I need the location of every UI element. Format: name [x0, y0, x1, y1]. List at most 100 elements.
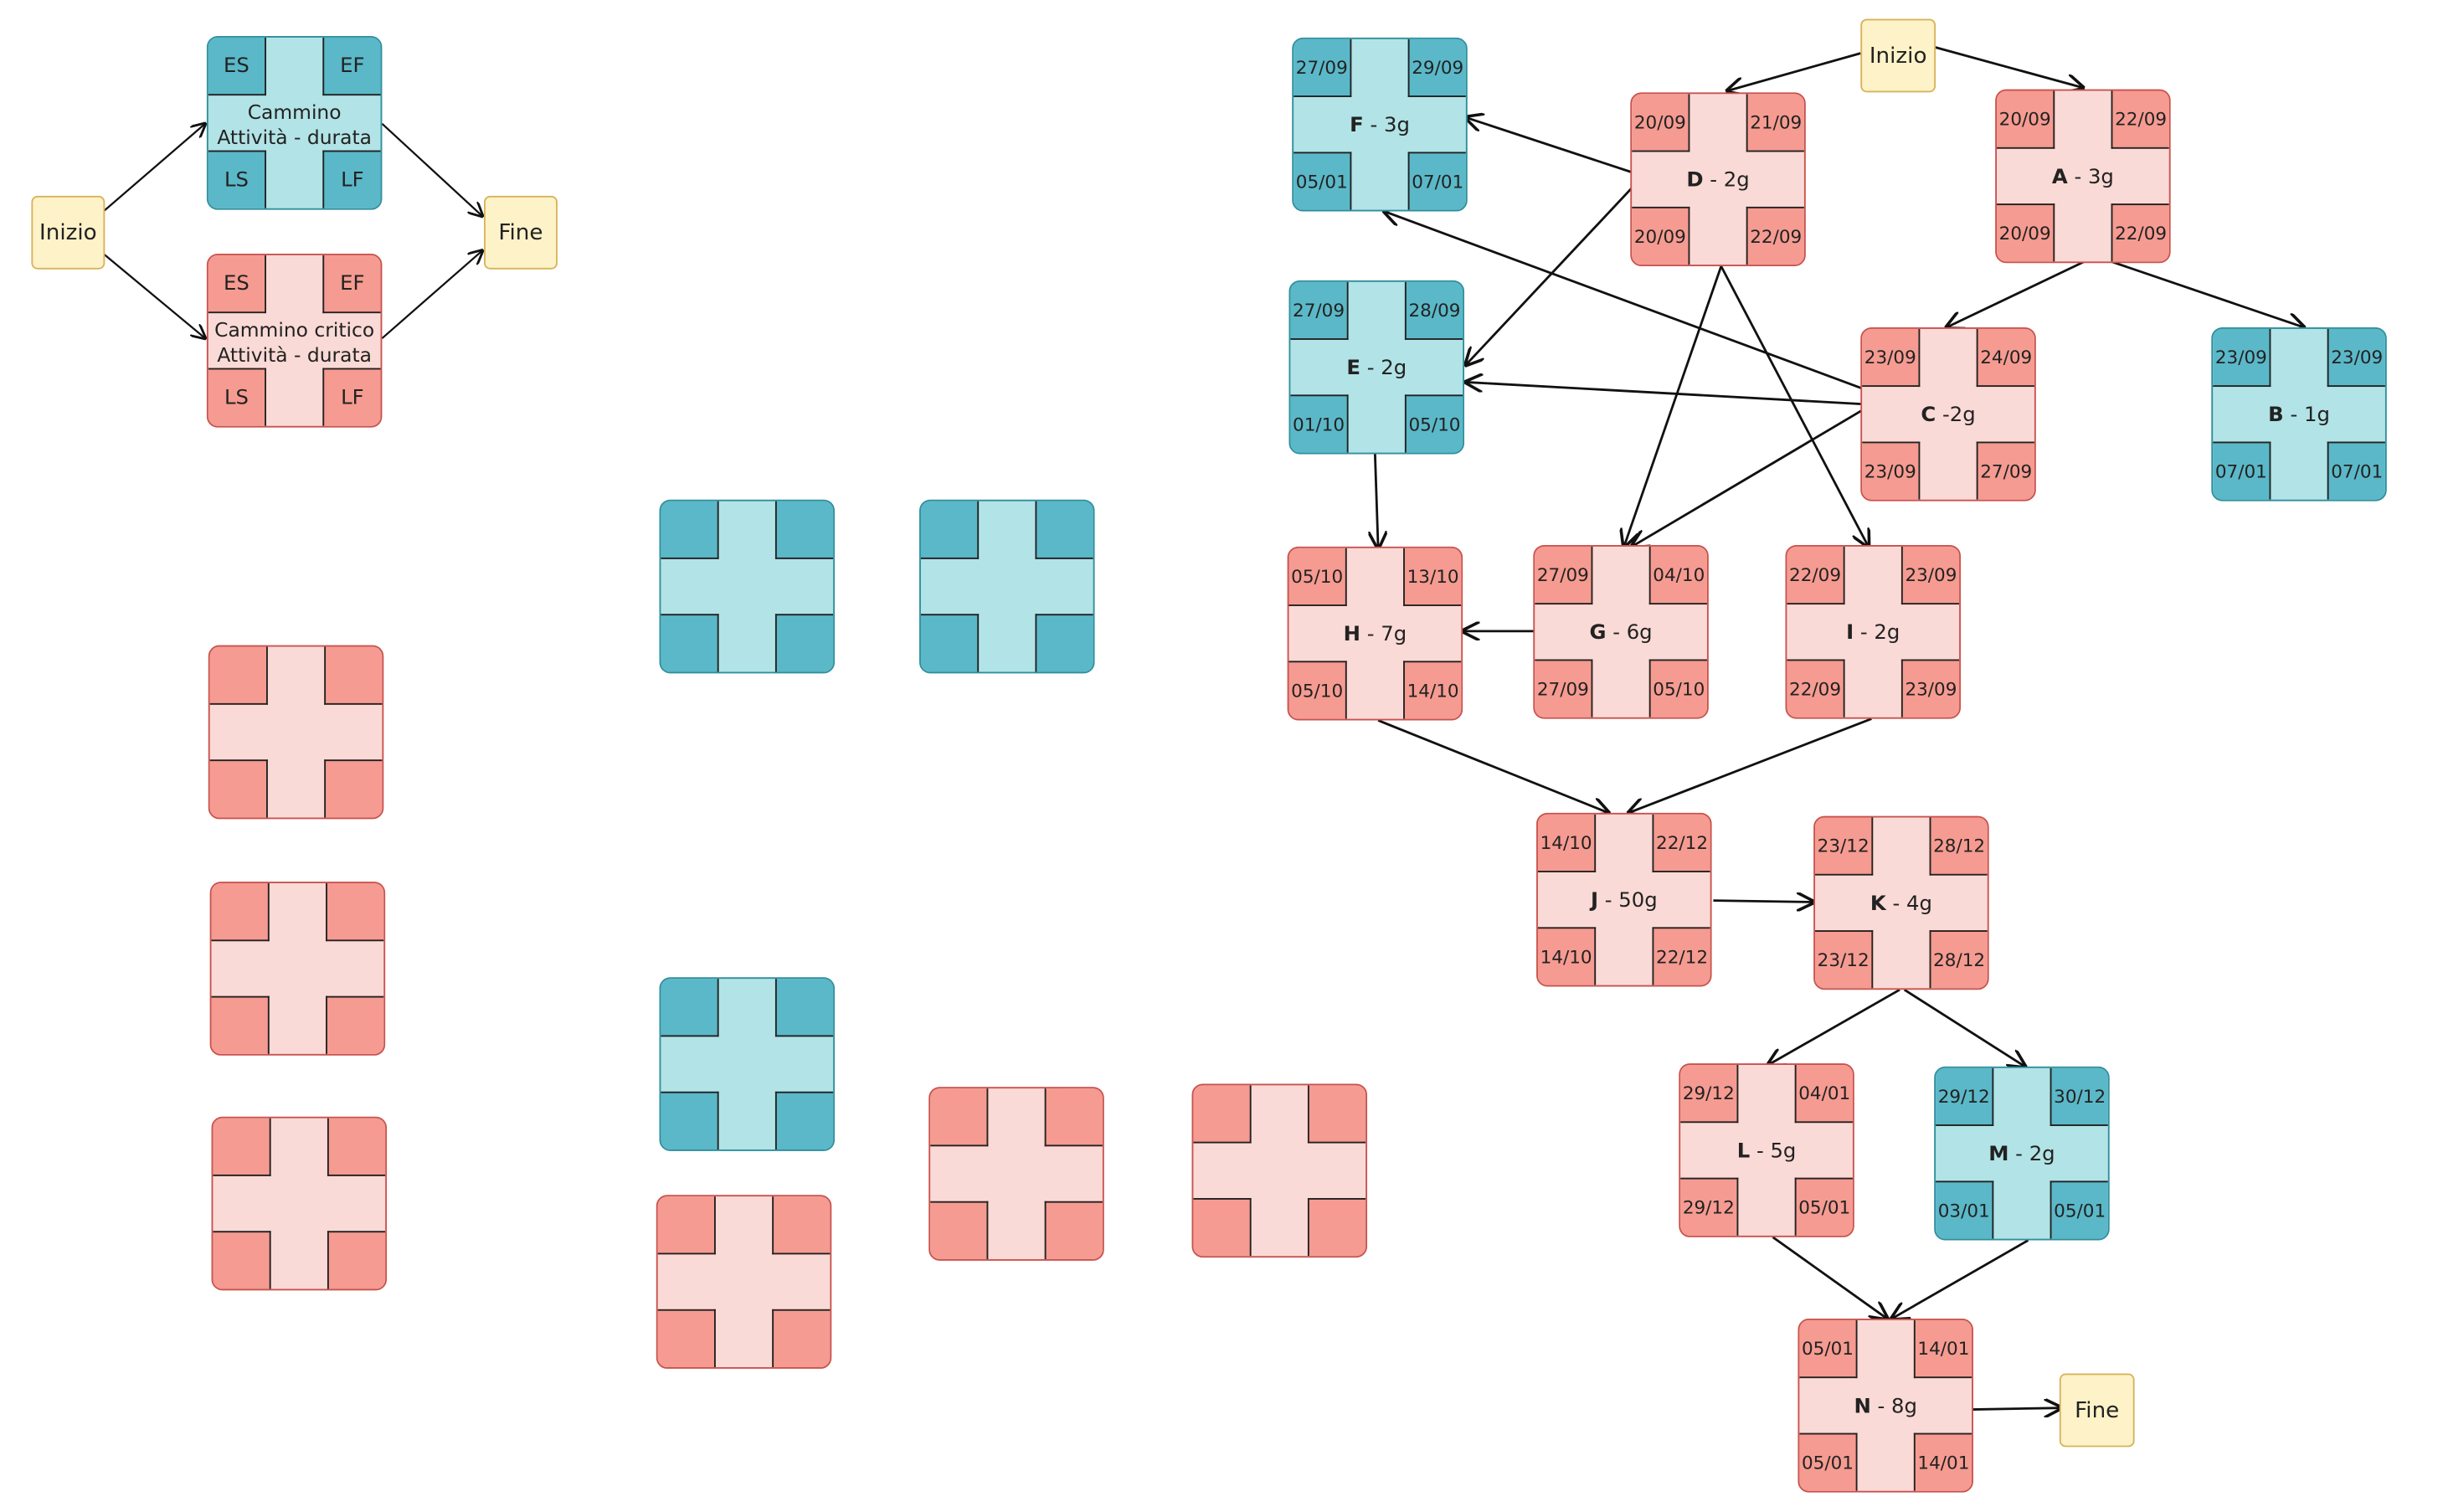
end-node: Fine: [2059, 1373, 2135, 1448]
late-start: 05/10: [1288, 661, 1347, 719]
early-start: 23/12: [1815, 817, 1874, 876]
activity-node-c: 23/09 24/09 C -2g 23/09 27/09: [1860, 327, 2036, 501]
end-label: Fine: [2075, 1397, 2120, 1423]
early-start: 27/09: [1290, 281, 1349, 340]
early-finish: 13/10: [1403, 548, 1462, 606]
blank-node: [659, 499, 836, 674]
late-finish: 22/12: [1652, 927, 1710, 985]
activity-node-f: 27/09 29/09 F - 3g 05/01 07/01: [1292, 37, 1468, 212]
legend-arrow: [102, 253, 205, 338]
network-arrows: [1375, 45, 2304, 1410]
legend-ls: LS: [208, 368, 267, 426]
arrow-e-h: [1375, 454, 1378, 548]
activity-node-k: 23/12 28/12 K - 4g 23/12 28/12: [1813, 815, 1989, 990]
late-finish: 07/01: [1407, 152, 1466, 210]
late-start: 20/09: [1997, 203, 2055, 262]
activity-label: A - 3g: [2051, 166, 2114, 190]
legend-arrow: [381, 250, 482, 339]
late-start: 05/01: [1799, 1432, 1858, 1491]
activity-label: J - 50g: [1590, 889, 1658, 913]
early-finish: 28/12: [1929, 817, 1988, 876]
late-start: 23/12: [1815, 930, 1874, 989]
late-start: 07/01: [2213, 441, 2271, 500]
arrow-c-e: [1466, 382, 1863, 406]
arrow-k-m: [1903, 989, 2025, 1067]
early-start: 23/09: [2213, 328, 2271, 388]
late-start: 05/01: [1294, 152, 1352, 210]
late-start: 14/10: [1537, 927, 1597, 985]
activity-node-b: 23/09 23/09 B - 1g 07/01 07/01: [2211, 327, 2387, 501]
blank-node: [928, 1087, 1104, 1261]
late-start: 22/09: [1787, 659, 1845, 717]
early-start: 14/10: [1537, 814, 1597, 872]
late-finish: 22/09: [2111, 203, 2169, 262]
activity-label: D - 2g: [1686, 169, 1750, 193]
activity-label: B - 1g: [2268, 404, 2330, 428]
activity-label: E - 2g: [1346, 357, 1407, 381]
arrow-d-i: [1720, 265, 1869, 547]
legend-es: ES: [208, 255, 267, 314]
activity-node-j: 14/10 22/12 J - 50g 14/10 22/12: [1536, 812, 1712, 987]
arrow-l-n: [1772, 1236, 1888, 1319]
early-start: 29/12: [1936, 1067, 1994, 1126]
arrow-h-j: [1377, 719, 1608, 812]
early-finish: 24/09: [1976, 328, 2034, 388]
late-start: 01/10: [1290, 394, 1349, 453]
arrow-n-fine: [1972, 1408, 2061, 1410]
early-finish: 22/09: [2111, 90, 2169, 149]
activity-label: H - 7g: [1343, 623, 1407, 647]
legend-arrow: [102, 124, 205, 213]
late-start: 23/09: [1862, 441, 1921, 500]
activity-label: N - 8g: [1854, 1395, 1917, 1419]
activity-label: L - 5g: [1736, 1139, 1797, 1164]
legend-end-box: Fine: [484, 195, 558, 270]
blank-node: [659, 977, 836, 1151]
activity-label: F - 3g: [1350, 114, 1410, 138]
arrow-a-b: [2111, 260, 2304, 327]
legend-start-box: Inizio: [31, 195, 105, 270]
early-start: 29/12: [1680, 1065, 1739, 1124]
late-finish: 05/10: [1404, 394, 1463, 453]
early-finish: 23/09: [2327, 328, 2385, 388]
blank-node: [209, 882, 386, 1056]
early-finish: 04/01: [1794, 1065, 1853, 1124]
arrow-c-f: [1385, 212, 1863, 390]
early-start: 23/09: [1862, 328, 1921, 388]
late-start: 20/09: [1632, 206, 1690, 265]
activity-label: M - 2g: [1988, 1143, 2055, 1167]
early-start: 27/09: [1294, 39, 1352, 97]
early-finish: 21/09: [1746, 94, 1804, 152]
arrow-inizio-d: [1727, 52, 1861, 91]
late-finish: 05/10: [1648, 659, 1707, 717]
activity-label: C -2g: [1921, 404, 1976, 428]
late-finish: 07/01: [2327, 441, 2385, 500]
legend-es: ES: [208, 37, 267, 96]
early-finish: 30/12: [2050, 1067, 2108, 1126]
blank-node: [1191, 1083, 1368, 1258]
arrow-i-j: [1628, 717, 1872, 813]
early-finish: 14/01: [1913, 1319, 1972, 1379]
start-label: Inizio: [1869, 43, 1927, 69]
legend-arrow: [381, 122, 482, 216]
late-start: 27/09: [1535, 659, 1593, 717]
legend-ef: EF: [322, 255, 381, 314]
late-finish: 28/12: [1929, 930, 1988, 989]
activity-node-l: 29/12 04/01 L - 5g 29/12 05/01: [1679, 1063, 1854, 1237]
arrow-d-g: [1624, 265, 1723, 547]
legend-arrows: [102, 122, 482, 339]
legend-lf: LF: [322, 150, 381, 208]
activity-node-i: 22/09 23/09 I - 2g 22/09 23/09: [1785, 544, 1961, 719]
legend-lf: LF: [322, 368, 381, 426]
early-start: 05/01: [1799, 1319, 1858, 1379]
arrow-a-c: [1947, 260, 2086, 327]
late-finish: 14/01: [1913, 1432, 1972, 1491]
late-start: 29/12: [1680, 1177, 1739, 1236]
legend-ls: LS: [208, 150, 267, 208]
blank-node: [208, 645, 384, 820]
arrow-inizio-a: [1933, 45, 2083, 88]
